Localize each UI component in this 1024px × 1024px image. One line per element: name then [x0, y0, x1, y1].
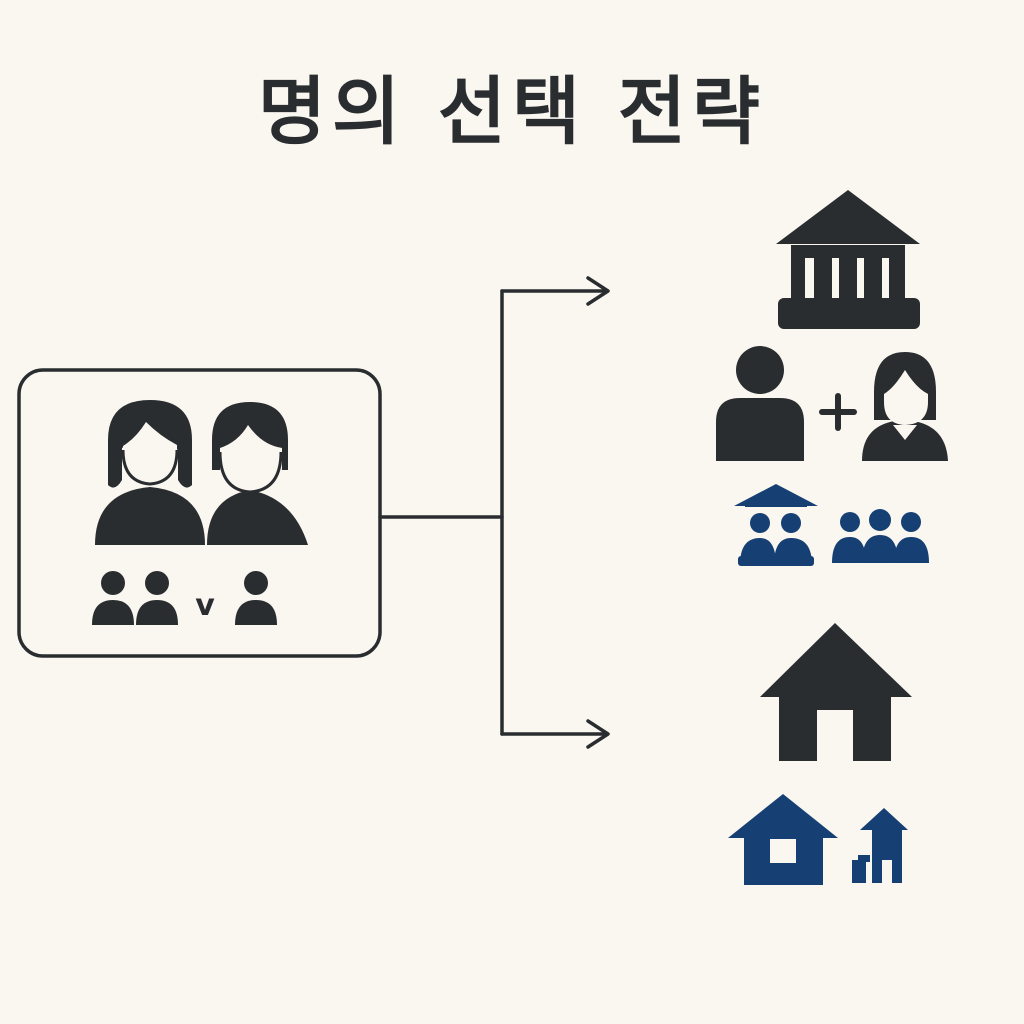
- bank-icon: [776, 190, 920, 329]
- lower-arrow: [500, 719, 610, 749]
- page-title: 명의 선택 전략: [257, 69, 766, 155]
- single-person-icon: [235, 571, 277, 625]
- source-panel: v: [17, 368, 382, 658]
- woman-icon: [95, 400, 205, 545]
- small-house-icon: [852, 808, 908, 883]
- group-icon: [832, 509, 929, 563]
- upper-arrow: [500, 276, 610, 306]
- two-people-icon: [92, 571, 178, 625]
- man-icon: [716, 346, 804, 461]
- woman-icon: [862, 352, 948, 461]
- versus-label: v: [195, 588, 215, 623]
- community-building-icon: [734, 484, 818, 566]
- branch-connector: [378, 276, 610, 749]
- plus-icon: [819, 393, 857, 431]
- house-icon: [760, 623, 912, 761]
- house-icon: [728, 794, 838, 885]
- man-icon: [207, 402, 308, 545]
- upper-branch: [716, 190, 948, 566]
- lower-branch: [728, 623, 912, 885]
